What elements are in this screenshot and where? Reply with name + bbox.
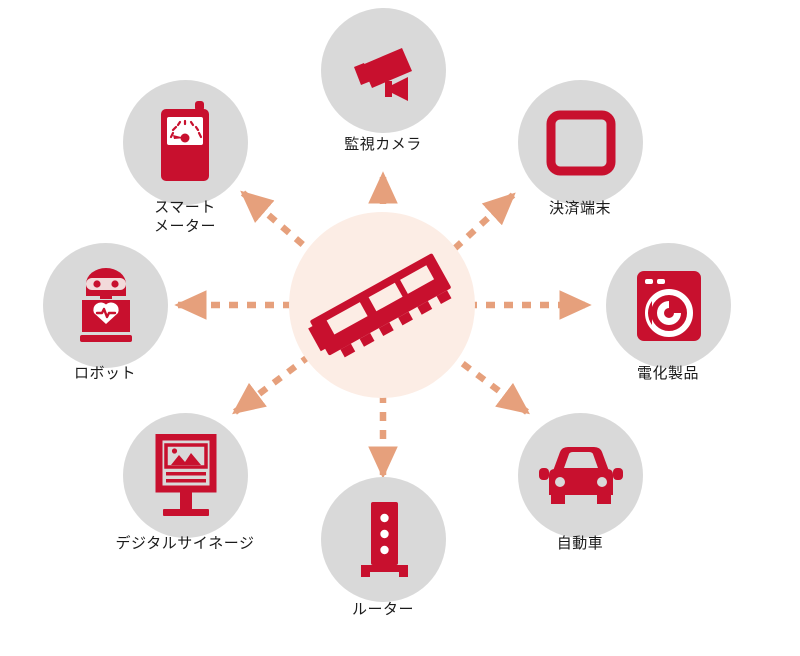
node-label-surveillance-camera: 監視カメラ <box>344 136 422 153</box>
node-label-digital-signage: デジタルサイネージ <box>115 535 255 552</box>
node-label-home-appliance: 電化製品 <box>636 365 699 382</box>
node-circle-payment-terminal <box>518 80 643 205</box>
node-circle-smart-meter <box>123 80 248 205</box>
node-label-smart-meter: スマート メーター <box>153 199 216 236</box>
robot-icon <box>79 267 132 342</box>
memory-module-icon <box>307 232 457 382</box>
node-circle-automobile <box>518 413 643 538</box>
node-circle-digital-signage <box>123 413 248 538</box>
security-camera-icon <box>353 47 412 101</box>
digital-signage-icon <box>155 433 216 516</box>
node-circle-router <box>321 477 446 602</box>
payment-terminal-icon <box>546 110 615 175</box>
node-label-payment-terminal: 決済端末 <box>548 200 611 217</box>
node-circle-home-appliance <box>606 243 731 368</box>
smart-meter-icon <box>160 100 209 181</box>
node-label-automobile: 自動車 <box>556 535 604 552</box>
node-label-router: ルーター <box>351 601 414 618</box>
washing-machine-icon <box>636 270 701 341</box>
node-label-robot: ロボット <box>73 365 136 382</box>
node-circle-robot <box>43 243 168 368</box>
node-circle-surveillance-camera <box>321 8 446 133</box>
car-front-icon <box>538 446 623 504</box>
router-tower-icon <box>360 501 408 577</box>
